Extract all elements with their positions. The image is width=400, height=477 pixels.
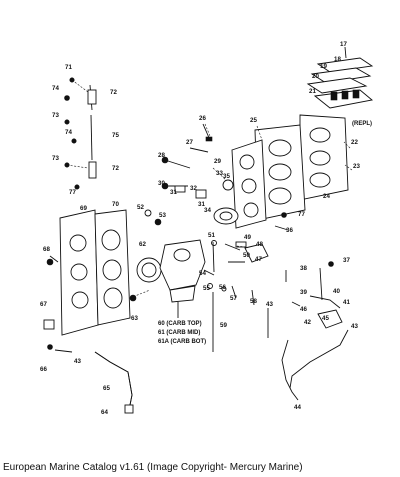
- part-label-64: 64: [101, 409, 108, 416]
- part-label-31b: 31: [198, 201, 205, 208]
- part-label-48: 48: [256, 241, 263, 248]
- part-label-70: 70: [112, 201, 119, 208]
- part-label-60: 60 (CARB TOP): [158, 321, 202, 327]
- part-label-65: 65: [103, 385, 110, 392]
- part-label-49: 49: [244, 234, 251, 241]
- part-label-58: 58: [250, 298, 257, 305]
- part-label-38: 38: [300, 265, 307, 272]
- part-label-73a: 73: [52, 112, 59, 119]
- part-label-61: 61 (CARB MID): [158, 330, 200, 336]
- part-label-46: 46: [300, 306, 307, 313]
- part-label-43c: 43: [74, 358, 81, 365]
- part-label-72a: 72: [110, 89, 117, 96]
- part-label-54: 54: [199, 270, 206, 277]
- part-label-59: 59: [220, 322, 227, 329]
- part-label-23: 23: [353, 163, 360, 170]
- part-label-77b: 77: [298, 211, 305, 218]
- part-label-71: 71: [65, 64, 72, 71]
- part-label-43a: 43: [266, 301, 273, 308]
- part-label-62: 62: [139, 241, 146, 248]
- carburetor: [136, 209, 269, 318]
- part-label-63: 63: [131, 315, 138, 322]
- part-label-72b: 72: [112, 165, 119, 172]
- part-label-47: 47: [255, 256, 262, 263]
- part-label-32: 32: [190, 185, 197, 192]
- part-label-74a: 74: [52, 85, 59, 92]
- part-label-27: 27: [186, 139, 193, 146]
- leader-lines: [204, 123, 353, 248]
- part-label-73b: 73: [52, 155, 59, 162]
- adaptor-plates: [59, 209, 151, 336]
- part-label-77a: 77: [69, 189, 76, 196]
- part-label-24: 24: [323, 193, 330, 200]
- part-label-35: 35: [223, 173, 230, 180]
- part-label-28: 28: [158, 152, 165, 159]
- part-label-68: 68: [43, 246, 50, 253]
- part-label-21: 21: [309, 88, 316, 95]
- part-label-30: 30: [158, 180, 165, 187]
- part-label-33: 33: [216, 170, 223, 177]
- part-label-18: 18: [334, 56, 341, 63]
- fuel-hose: [94, 351, 134, 414]
- part-label-57: 57: [230, 295, 237, 302]
- part-label-56: 56: [219, 284, 226, 291]
- part-label-37: 37: [343, 257, 350, 264]
- linkage-rod: [212, 285, 255, 352]
- part-label-44: 44: [294, 404, 301, 411]
- part-label-22: 22: [351, 139, 358, 146]
- part-label-74b: 74: [65, 129, 72, 136]
- part-label-61a: 61A (CARB BOT): [158, 339, 206, 345]
- left-fasteners: [43, 255, 73, 353]
- part-label-69: 69: [80, 205, 87, 212]
- part-label-43b: 43: [351, 323, 358, 330]
- fuel-lines: [267, 261, 349, 401]
- part-label-66: 66: [40, 366, 47, 373]
- part-label-repl: (REPL): [352, 121, 372, 127]
- fastener-cluster: [161, 123, 289, 231]
- part-label-19: 19: [320, 63, 327, 70]
- linkage-rods-left: [64, 77, 97, 190]
- part-label-36: 36: [286, 227, 293, 234]
- part-label-51: 51: [208, 232, 215, 239]
- part-label-31a: 31: [170, 189, 177, 196]
- part-label-25: 25: [250, 117, 257, 124]
- reed-valve-stack: [306, 46, 374, 109]
- part-label-34: 34: [204, 207, 211, 214]
- part-label-55: 55: [203, 285, 210, 292]
- part-label-40: 40: [333, 288, 340, 295]
- part-label-75: 75: [112, 132, 119, 139]
- part-label-39: 39: [300, 289, 307, 296]
- part-label-50: 50: [243, 252, 250, 259]
- part-label-52: 52: [137, 204, 144, 211]
- part-label-29: 29: [214, 158, 221, 165]
- part-label-53: 53: [159, 212, 166, 219]
- part-label-17: 17: [340, 41, 347, 48]
- part-label-67: 67: [40, 301, 47, 308]
- part-label-41: 41: [343, 299, 350, 306]
- intake-manifold: [231, 114, 349, 229]
- part-label-26: 26: [199, 115, 206, 122]
- image-caption: European Marine Catalog v1.61 (Image Cop…: [3, 462, 303, 473]
- part-label-45: 45: [322, 315, 329, 322]
- part-label-42: 42: [304, 319, 311, 326]
- part-label-20: 20: [312, 73, 319, 80]
